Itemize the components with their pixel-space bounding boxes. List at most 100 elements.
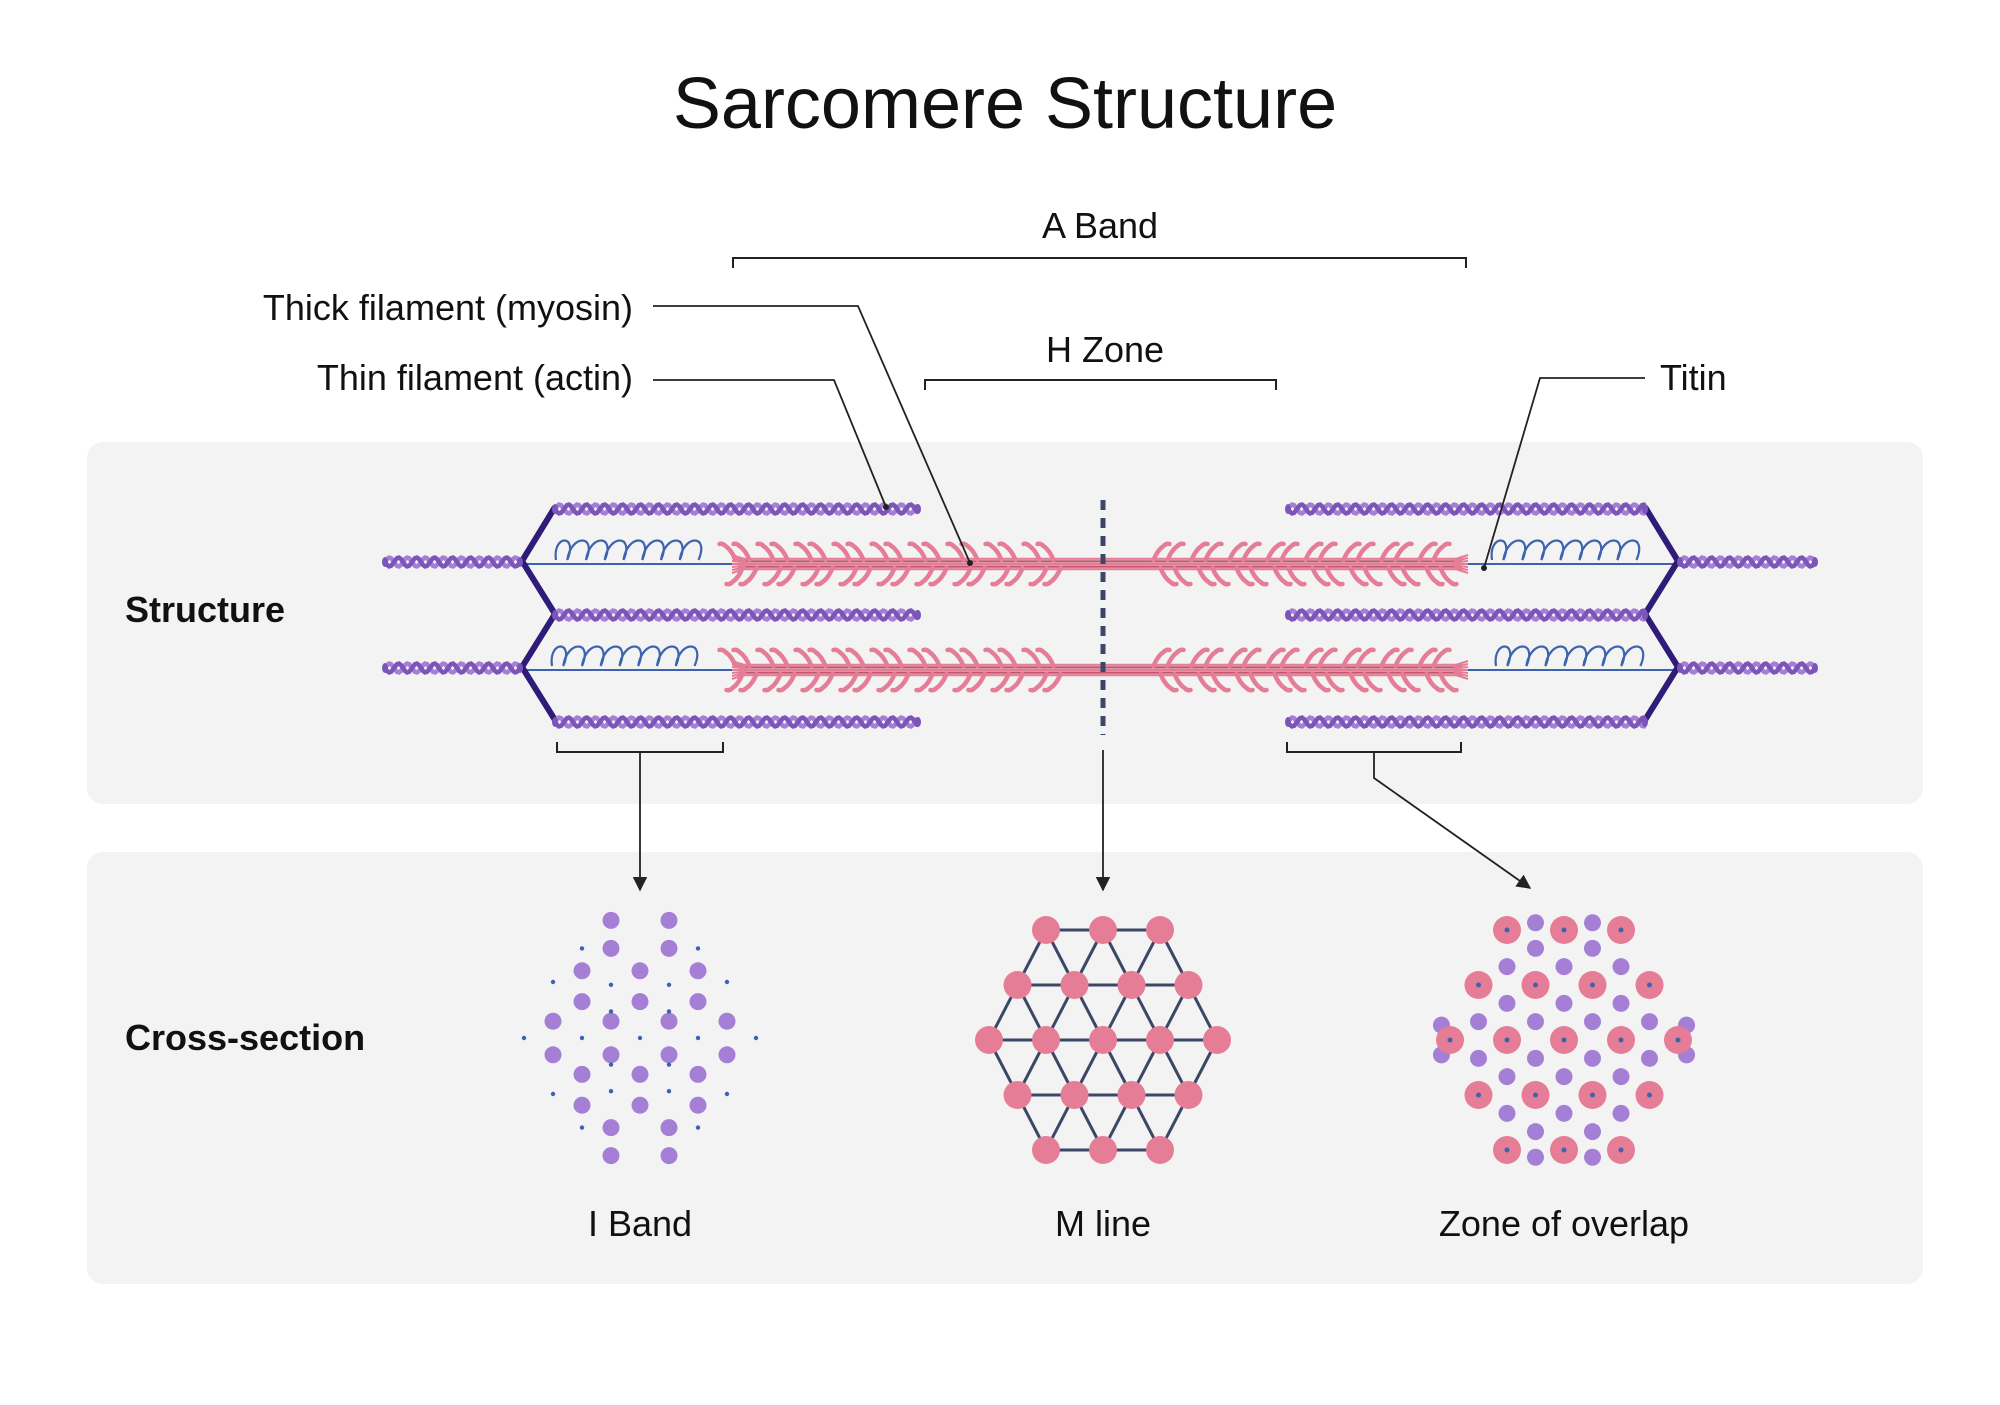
myosin-head — [1189, 647, 1210, 669]
myosin-head — [814, 671, 835, 693]
diagram-title: Sarcomere Structure — [673, 64, 1337, 144]
titin-coil — [1490, 539, 1641, 561]
myosin-head — [883, 647, 904, 669]
overlap-actin-dot — [1498, 994, 1516, 1012]
myosin-head — [1417, 647, 1438, 669]
i-band-titin-dot — [695, 946, 701, 951]
leader-lines-group — [556, 305, 1645, 892]
m-line-myosin-dot — [1117, 971, 1146, 999]
myosin-head — [928, 565, 949, 587]
overlap-actin-dot — [1527, 1123, 1544, 1141]
i-band-titin-dot — [579, 1035, 585, 1041]
i-band-titin-dot — [637, 1035, 643, 1041]
myosin-head — [1379, 647, 1400, 669]
myosin-head — [1317, 541, 1338, 563]
thick-filament-leader-dot — [967, 560, 973, 566]
myosin-tip — [1453, 670, 1469, 674]
myosin-tip — [1453, 564, 1469, 568]
myosin-head — [1431, 541, 1452, 563]
actin-strand — [1285, 608, 1647, 622]
myosin-head — [1379, 541, 1400, 563]
i-band-actin-dot — [573, 962, 591, 980]
i-band-actin-dot — [689, 1096, 707, 1114]
myosin-head — [997, 541, 1018, 563]
myosin-head — [1310, 671, 1331, 693]
myosin-head — [731, 541, 752, 563]
myosin-head — [1438, 565, 1459, 587]
overlap-myosin-core — [1504, 927, 1510, 933]
overlap-actin-dot — [1498, 958, 1516, 976]
i-band-actin-dot — [631, 993, 649, 1011]
myosin-tip — [1453, 666, 1469, 670]
i-band-titin-dot — [550, 979, 556, 985]
i-band-actin-dot — [602, 1147, 620, 1165]
myosin-head — [1265, 541, 1286, 563]
myosin-head — [1227, 541, 1248, 563]
overlap-actin-dot — [1555, 1068, 1573, 1086]
myosin-tip — [731, 557, 747, 562]
myosin-head — [1241, 647, 1262, 669]
m-line-myosin-dot — [1003, 1081, 1032, 1109]
myosin-head — [1324, 671, 1345, 693]
myosin-head — [838, 671, 859, 693]
i-band-actin-dot — [602, 939, 620, 957]
actin-end — [1677, 663, 1683, 673]
i-band-titin-dot — [666, 1089, 672, 1094]
actin-end — [1642, 717, 1648, 727]
myosin-head — [1303, 541, 1324, 563]
overlap-myosin-core — [1447, 1037, 1453, 1043]
myosin-head — [1424, 671, 1445, 693]
i-band-titin-dot — [753, 1035, 759, 1041]
myosin-head — [1400, 565, 1421, 587]
titin-coil — [554, 539, 703, 561]
myosin-head — [890, 671, 911, 693]
myosin-head — [845, 541, 866, 563]
myosin-tip — [731, 566, 747, 571]
myosin-tip — [731, 567, 747, 574]
myosin-head — [1004, 671, 1025, 693]
titin-coil — [1494, 645, 1645, 667]
myosin-head — [755, 647, 776, 669]
actin-end — [1285, 504, 1291, 514]
myosin-head — [1210, 565, 1231, 587]
thin-filament-leader — [653, 379, 887, 508]
myosin-head — [1042, 671, 1063, 693]
myosin-tip — [1453, 567, 1469, 574]
myosin-head — [1265, 647, 1286, 669]
overlap-myosin-core — [1476, 982, 1481, 988]
overlap-myosin-core — [1618, 1037, 1624, 1043]
overlap-actin-dot — [1584, 914, 1601, 932]
myosin-head — [1417, 541, 1438, 563]
myosin-head — [800, 565, 821, 587]
thin-filament-leader-dot — [883, 504, 889, 510]
m-line-myosin-dot — [1032, 916, 1060, 944]
thin-filament-label: Thin filament (actin) — [317, 357, 633, 398]
myosin-head — [838, 565, 859, 587]
h-zone-label: H Zone — [1046, 329, 1164, 370]
overlap-actin-dot — [1498, 1104, 1516, 1122]
myosin-tip — [731, 666, 747, 670]
overlap-arrow — [1373, 752, 1532, 889]
myosin-head — [852, 671, 873, 693]
myosin-head — [983, 541, 1004, 563]
actin-strand — [552, 715, 920, 729]
myosin-head — [776, 565, 797, 587]
myosin-head — [1028, 565, 1049, 587]
myosin-head — [1004, 565, 1025, 587]
overlap-actin-dot — [1641, 1049, 1658, 1067]
myosin-head — [1165, 647, 1186, 669]
overlap-myosin-core — [1590, 1092, 1595, 1098]
overlap-actin-dot — [1498, 1068, 1516, 1086]
myosin-tip — [1453, 554, 1469, 561]
i-band-titin-dot — [695, 1125, 701, 1130]
i-band-titin-dot — [724, 979, 730, 985]
i-band-actin-dot — [544, 1046, 562, 1064]
overlap-myosin-core — [1618, 1147, 1624, 1153]
i-band-actin-dot — [718, 1046, 736, 1064]
overlap-actin-dot — [1555, 994, 1573, 1012]
actin-end — [1642, 610, 1648, 620]
actin-end — [552, 717, 558, 727]
actin-strand — [552, 608, 920, 622]
myosin-head — [1021, 541, 1042, 563]
actin-strand — [1677, 555, 1817, 569]
